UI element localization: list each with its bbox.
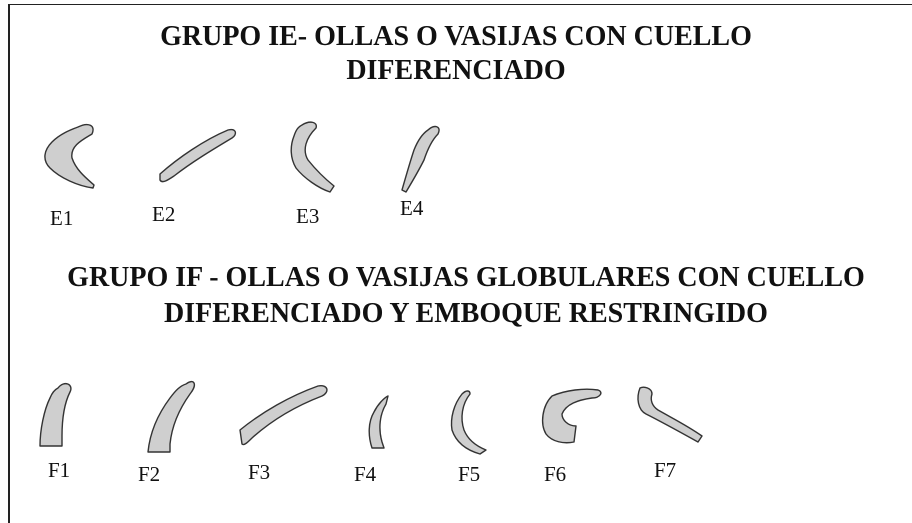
label-f3: F3 <box>248 460 271 484</box>
label-e1: E1 <box>50 206 74 230</box>
profile-f4 <box>368 395 389 449</box>
label-e4: E4 <box>400 196 424 220</box>
profile-f2 <box>147 380 196 453</box>
group-f-title: GRUPO IF - OLLAS O VASIJAS GLOBULARES CO… <box>20 260 912 332</box>
profile-e4 <box>401 125 440 193</box>
group-f-title-line2: DIFERENCIADO Y EMBOQUE RESTRINGIDO <box>164 298 768 329</box>
profile-e2 <box>159 128 237 183</box>
profile-f5 <box>450 390 487 455</box>
profile-e1 <box>44 123 95 189</box>
group-e-title-line2: DIFERENCIADO <box>346 55 566 86</box>
label-f7: F7 <box>654 458 677 482</box>
label-f6: F6 <box>544 462 567 486</box>
label-e2: E2 <box>152 202 176 226</box>
label-f4: F4 <box>354 462 377 486</box>
label-f5: F5 <box>458 462 481 486</box>
profile-f3 <box>239 384 328 446</box>
group-e-title-line1: GRUPO IE- OLLAS O VASIJAS CON CUELLO <box>160 21 752 52</box>
profile-f7 <box>637 386 703 443</box>
label-f1: F1 <box>48 458 71 482</box>
group-e-title: GRUPO IE- OLLAS O VASIJAS CON CUELLO DIF… <box>0 20 912 88</box>
profile-f6 <box>541 388 602 444</box>
profile-e3 <box>290 121 335 193</box>
profile-f1 <box>39 382 72 447</box>
figure-frame <box>8 4 912 523</box>
label-e3: E3 <box>296 204 320 228</box>
group-f-title-line1: GRUPO IF - OLLAS O VASIJAS GLOBULARES CO… <box>67 262 865 293</box>
label-f2: F2 <box>138 462 161 486</box>
